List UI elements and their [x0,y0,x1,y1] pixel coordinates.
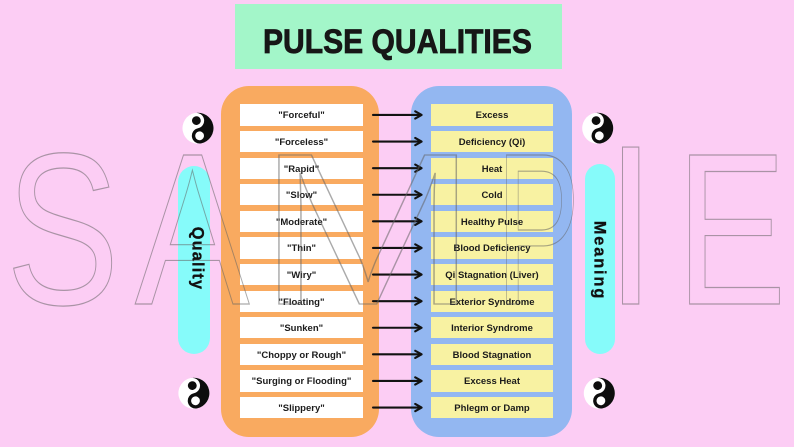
svg-text:E: E [676,107,787,350]
svg-text:A: A [135,109,250,350]
svg-text:l: l [610,107,651,350]
svg-text:M: M [257,109,478,351]
svg-text:S: S [6,109,120,350]
svg-text:P: P [496,108,580,350]
